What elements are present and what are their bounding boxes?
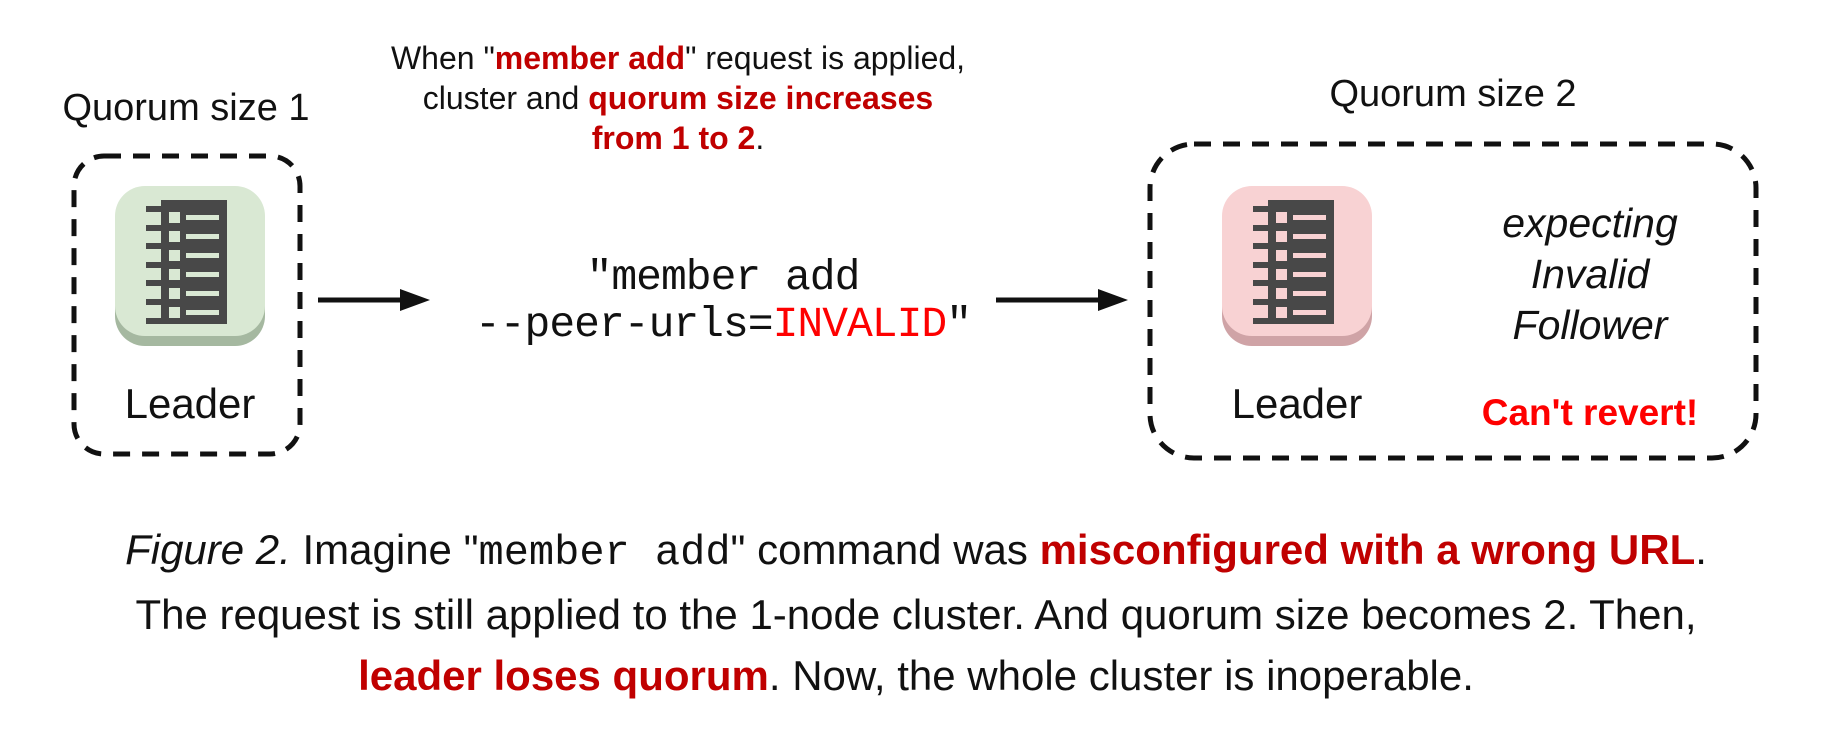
expecting-follower-note: expecting Invalid Follower	[1430, 198, 1750, 351]
leader-node-icon	[1222, 186, 1372, 346]
annotation-line-3: from 1 to 2.	[368, 118, 988, 158]
right-cluster-box	[1147, 141, 1759, 461]
caption-text: .	[1695, 526, 1707, 573]
caption-figure-label: Figure 2.	[125, 526, 291, 573]
figure-caption: Figure 2. Imagine "member add" command w…	[0, 519, 1832, 706]
command-close-quote: "	[946, 300, 972, 349]
caption-line-1: Figure 2. Imagine "member add" command w…	[0, 519, 1832, 584]
flow-arrow-2	[996, 289, 1128, 311]
log-rows	[169, 212, 219, 318]
annotation-red-quorum-increases: quorum size increases	[588, 80, 934, 116]
annotation-text: cluster and	[422, 80, 589, 116]
caption-red-leader-loses-quorum: leader loses quorum	[358, 652, 769, 699]
annotation-text: .	[755, 120, 765, 156]
leader-label: Leader	[124, 380, 256, 427]
caption-text: " command was	[730, 526, 1040, 573]
annotation-text: When "	[390, 40, 495, 76]
annotation-line-1: When "member add" request is applied,	[368, 38, 988, 78]
flow-arrow-1	[318, 289, 430, 311]
quorum-size-1-title: Quorum size 1	[62, 87, 310, 129]
member-add-annotation: When "member add" request is applied, cl…	[368, 38, 988, 158]
caption-line-2: The request is still applied to the 1-no…	[135, 591, 1697, 638]
command-line-1: "member add	[586, 253, 861, 302]
quorum-size-2-title: Quorum size 2	[1329, 73, 1577, 115]
expecting-line-1: expecting	[1502, 200, 1678, 246]
caption-red-misconfigured: misconfigured with a wrong URL	[1039, 526, 1696, 573]
annotation-red-member-add: member add	[494, 40, 686, 76]
annotation-text: " request is applied,	[685, 40, 966, 76]
member-add-command: "member add --peer-urls=INVALID"	[400, 254, 1046, 348]
leader-label: Leader	[1231, 380, 1363, 427]
command-invalid-value: INVALID	[772, 300, 948, 349]
expecting-line-3: Follower	[1512, 302, 1668, 348]
log-rows	[1276, 212, 1326, 318]
leader-node-icon	[115, 186, 265, 346]
caption-text: .	[768, 652, 781, 699]
caption-code-member-add: member add	[478, 529, 731, 577]
annotation-line-2: cluster and quorum size increases	[368, 78, 988, 118]
caption-text: Imagine "	[290, 526, 479, 573]
command-line-2: --peer-urls=INVALID"	[400, 301, 1046, 348]
cant-revert-warning: Can't revert!	[1481, 392, 1699, 433]
annotation-red-from-1-to-2: from 1 to 2	[591, 120, 756, 156]
expecting-line-2: Invalid	[1530, 251, 1650, 297]
command-flag: --peer-urls=	[474, 300, 774, 349]
caption-line-3: leader loses quorum. Now, the whole clus…	[0, 645, 1832, 706]
caption-text: Now, the whole cluster is inoperable.	[780, 652, 1474, 699]
left-cluster-box	[71, 153, 303, 457]
